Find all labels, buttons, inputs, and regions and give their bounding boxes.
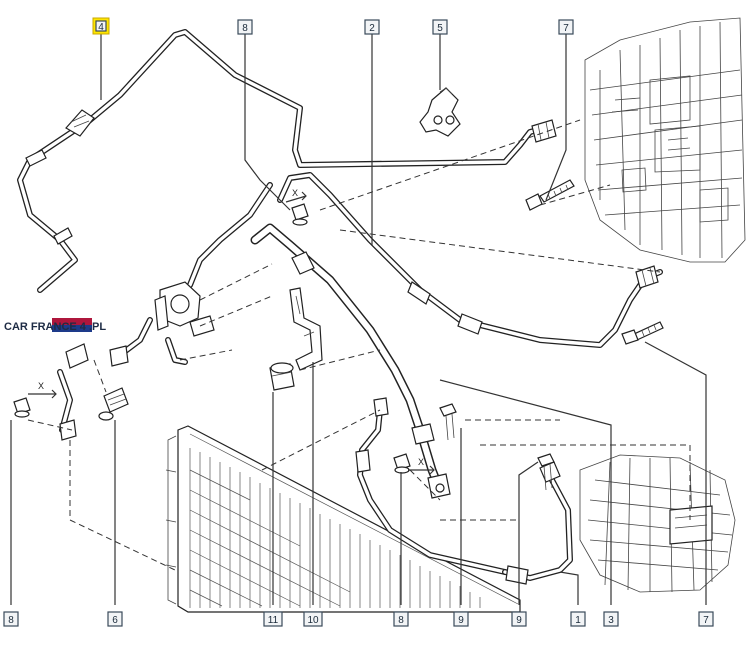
part-7-bolt-right	[621, 321, 664, 345]
callout-number: 7	[703, 615, 709, 626]
callout-7-top[interactable]: 7	[558, 19, 574, 35]
callout-7-bottom[interactable]: 7	[698, 611, 714, 627]
part-7-bolt-top	[525, 179, 575, 211]
callout-11[interactable]: 11	[263, 611, 283, 627]
watermark-text: CAR FRANCE 4 .PL	[4, 321, 106, 333]
part-9-bolt-left	[439, 403, 457, 441]
pipe-4-fitting	[65, 109, 95, 137]
callout-number: 4	[98, 22, 104, 33]
pipe-2	[277, 172, 663, 348]
dimension-x-label: X	[418, 457, 424, 467]
callout-number: 5	[437, 23, 443, 34]
pipe-4	[17, 29, 557, 293]
dimension-x-bottom: X	[408, 457, 435, 475]
pipe-1	[502, 461, 573, 585]
callout-number: 6	[112, 615, 118, 626]
callout-1[interactable]: 1	[570, 611, 586, 627]
callout-9-right[interactable]: 9	[511, 611, 527, 627]
part-5-clip	[419, 87, 461, 137]
callout-6[interactable]: 6	[107, 611, 123, 627]
callout-number: 2	[369, 23, 375, 34]
pipe-9-left-hose	[355, 397, 508, 575]
engine-block	[584, 17, 746, 263]
callout-3[interactable]: 3	[603, 611, 619, 627]
dimension-x-left: X	[28, 381, 57, 399]
callout-number: 11	[268, 615, 279, 626]
callout-5[interactable]: 5	[432, 19, 448, 35]
dimension-x-label: X	[292, 188, 298, 198]
callout-8-top[interactable]: 8	[237, 19, 253, 35]
callout-10[interactable]: 10	[303, 611, 323, 627]
callout-number: 8	[8, 615, 14, 626]
part-11-grommet	[269, 362, 295, 391]
callout-number: 8	[242, 23, 248, 34]
condenser	[165, 425, 521, 613]
watermark-logo: CAR FRANCE 4 .PL	[4, 318, 106, 333]
dimension-x-label: X	[38, 381, 44, 391]
part-8-nut-bottom	[393, 453, 411, 474]
part-8-nut-top	[291, 203, 309, 226]
callout-number: 1	[575, 615, 581, 626]
part-fitting-left-pipe	[57, 343, 89, 441]
part-10-bracket	[289, 287, 323, 371]
dimension-x-top: X	[285, 188, 307, 203]
callout-8-bottom[interactable]: 8	[393, 611, 409, 627]
part-9-bolt-right	[537, 453, 555, 491]
pipe-4-end-fitting	[531, 119, 557, 143]
callout-number: 3	[608, 615, 614, 626]
callout-4[interactable]: 4	[92, 17, 110, 35]
callout-number: 8	[398, 615, 404, 626]
part-8-nut-left	[13, 397, 31, 418]
leader-lines	[10, 33, 707, 605]
callout-number: 7	[563, 23, 569, 34]
callout-9-left[interactable]: 9	[453, 611, 469, 627]
callout-2[interactable]: 2	[364, 19, 380, 35]
pipe-3	[250, 223, 451, 499]
part-6-filter	[98, 387, 129, 421]
callout-number: 10	[307, 615, 319, 626]
callout-number: 9	[458, 615, 464, 626]
expansion-valve-assembly	[109, 182, 273, 367]
callout-number: 9	[516, 615, 522, 626]
callouts: 4 8 2 5 7 7 8 6	[3, 17, 714, 627]
compressor	[579, 454, 736, 593]
callout-8-left[interactable]: 8	[3, 611, 19, 627]
